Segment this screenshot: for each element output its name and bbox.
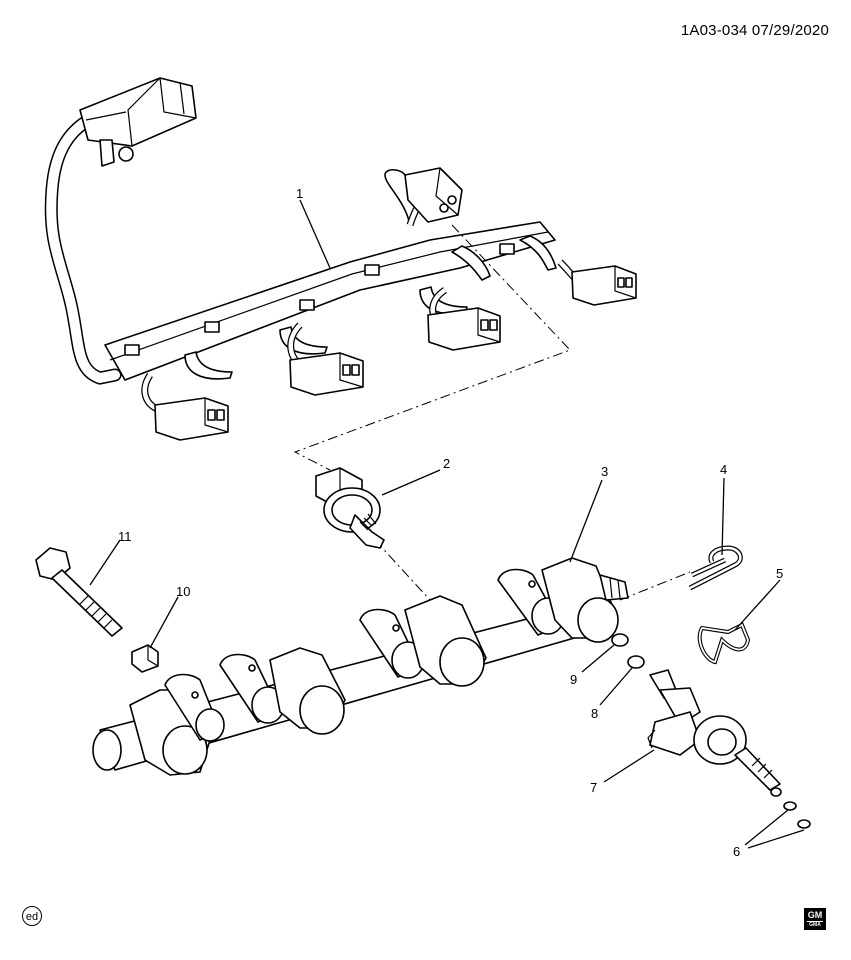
diagram-date: 07/29/2020 xyxy=(751,22,829,39)
lower-seal-a xyxy=(783,801,797,811)
rail-cup-4 xyxy=(497,557,619,643)
leader-1 xyxy=(299,199,331,269)
connection-line-sensor xyxy=(293,224,571,471)
leader-8 xyxy=(599,667,633,706)
leader-7 xyxy=(603,749,655,783)
gm-logo-text: GM xyxy=(807,910,823,920)
leader-4 xyxy=(721,477,725,556)
harness-rail xyxy=(104,168,557,381)
knock-sensor xyxy=(315,467,385,549)
spacer xyxy=(131,644,159,673)
callout-2: 2 xyxy=(443,456,450,471)
leader-10 xyxy=(149,596,179,649)
injector-connector-1 xyxy=(154,397,229,441)
main-harness-connector xyxy=(79,77,197,167)
connection-line-pin xyxy=(619,571,691,601)
leader-2 xyxy=(381,469,441,496)
callout-9: 9 xyxy=(570,672,577,687)
callout-4: 4 xyxy=(720,462,727,477)
mounting-bolt xyxy=(35,547,123,637)
rail-cup-2 xyxy=(219,647,346,735)
callout-7: 7 xyxy=(590,780,597,795)
rail-cup-3 xyxy=(359,595,487,687)
injector-connector-2 xyxy=(289,352,364,396)
callout-10: 10 xyxy=(176,584,190,599)
lower-seal-b xyxy=(797,819,811,829)
callout-3: 3 xyxy=(601,464,608,479)
fuel-rail xyxy=(92,557,629,776)
retainer-pin xyxy=(688,545,743,591)
injector-retainer-clip xyxy=(697,622,751,665)
ed-mark: ed xyxy=(25,911,39,923)
gm-logo-icon: GM GMA xyxy=(804,908,826,930)
leader-11 xyxy=(89,539,121,586)
seal-9 xyxy=(611,633,629,647)
connection-line-mount xyxy=(374,539,431,601)
leader-3 xyxy=(569,479,603,563)
gm-logo-subtext: GMA xyxy=(807,921,823,928)
callout-5: 5 xyxy=(776,566,783,581)
injector-connector-3 xyxy=(427,307,501,351)
leader-9 xyxy=(581,644,615,673)
callout-11: 11 xyxy=(118,529,132,544)
wiring-harness xyxy=(44,77,637,441)
diagram-code: 1A03-034 xyxy=(680,22,748,39)
diagram-header: 1A03-034 07/29/2020 xyxy=(681,22,829,39)
callout-1: 1 xyxy=(296,186,303,201)
leader-6 xyxy=(744,809,805,849)
fuel-injector xyxy=(647,669,782,797)
leader-5 xyxy=(734,579,781,631)
seal-8 xyxy=(627,655,645,669)
callout-6: 6 xyxy=(733,844,740,859)
knock-sensor-connector xyxy=(404,167,463,223)
rail-cup-1 xyxy=(129,673,225,776)
injector-connector-4 xyxy=(571,265,637,306)
circle-ed-icon: ed xyxy=(22,906,42,926)
callout-8: 8 xyxy=(591,706,598,721)
